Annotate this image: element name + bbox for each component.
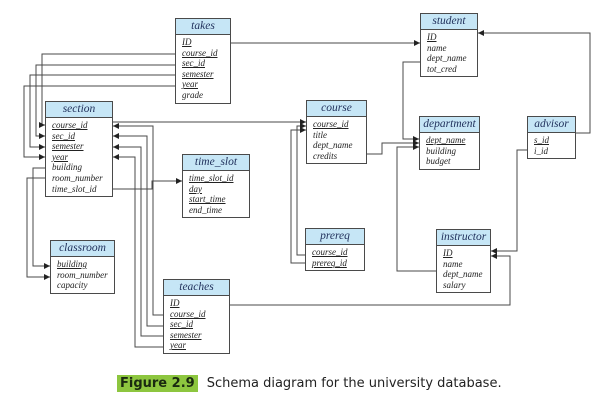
fk-link-course-dept-name-department-dept-name	[367, 140, 419, 155]
fk-link-teaches-year-section-year	[113, 154, 163, 348]
attribute-sec-id: sec_id	[52, 130, 75, 141]
attribute-name: name	[443, 258, 463, 269]
table-title: advisor	[528, 117, 575, 133]
fk-link-student-dept-name-department-dept-name	[402, 61, 420, 142]
table-title: section	[46, 102, 112, 118]
attribute-ID: ID	[443, 248, 453, 258]
attribute-i-id: i_id	[534, 145, 549, 156]
attribute-ID: ID	[427, 32, 437, 42]
fk-link-takes-year-section-year	[23, 85, 175, 160]
attribute-semester: semester	[52, 141, 84, 152]
attribute-tot-cred: tot_cred	[427, 63, 457, 74]
figure-label: Figure 2.9	[117, 375, 198, 392]
fk-link-section-time-slot-id-time-slot-time-slot-id	[113, 178, 182, 190]
fk-link-teaches-ID-instructor-ID	[230, 253, 511, 306]
attribute-start-time: start_time	[189, 194, 226, 205]
attribute-year: year	[52, 151, 68, 162]
fk-link-prereq-course-id-course-course-id	[296, 123, 306, 256]
table-title: instructor	[437, 230, 490, 246]
attribute-time-slot-id: time_slot_id	[189, 173, 234, 183]
attribute-dept-name: dept_name	[443, 269, 483, 280]
attribute-dept-name: dept_name	[426, 135, 466, 145]
attribute-course-id: course_id	[312, 247, 348, 257]
attribute-capacity: capacity	[57, 280, 88, 291]
fk-link-teaches-course-id-section-course-id	[113, 123, 163, 316]
attribute-ID: ID	[170, 298, 180, 308]
fk-link-section-building-classroom-building	[32, 167, 50, 269]
fk-link-takes-course-id-section-course-id	[39, 53, 175, 128]
attribute-grade: grade	[182, 89, 203, 100]
attribute-end-time: end_time	[189, 204, 222, 215]
fk-link-section-room-number-classroom-room-number	[26, 177, 50, 280]
fk-link-advisor-s-id-student-ID	[478, 30, 591, 134]
fk-link-takes-semester-section-semester	[29, 74, 175, 150]
attribute-course-id: course_id	[182, 47, 218, 58]
attribute-sec-id: sec_id	[182, 58, 205, 69]
attribute-time-slot-id: time_slot_id	[52, 183, 97, 194]
attribute-course-id: course_id	[313, 119, 349, 129]
attribute-year: year	[182, 79, 198, 90]
attribute-salary: salary	[443, 279, 466, 290]
attribute-building: building	[57, 259, 88, 269]
table-title: student	[421, 14, 477, 30]
fk-link-teaches-sec-id-section-sec-id	[113, 133, 163, 327]
attribute-dept-name: dept_name	[427, 53, 467, 64]
attribute-ID: ID	[182, 37, 192, 47]
fk-link-prereq-prereq-id-course-course-id	[290, 127, 306, 264]
figure-caption: Figure 2.9 Schema diagram for the univers…	[117, 375, 502, 392]
table-title: prereq	[306, 229, 364, 245]
attribute-semester: semester	[170, 329, 202, 340]
fk-link-teaches-semester-section-semester	[113, 144, 163, 337]
attribute-dept-name: dept_name	[313, 140, 353, 151]
table-title: classroom	[51, 241, 114, 257]
attribute-course-id: course_id	[170, 308, 206, 319]
attribute-semester: semester	[182, 68, 214, 79]
fk-link-instructor-dept-name-department-dept-name	[396, 144, 436, 272]
attribute-room-number: room_number	[52, 172, 103, 183]
table-title: teaches	[164, 280, 229, 296]
attribute-room-number: room_number	[57, 269, 108, 280]
table-title: time_slot	[183, 155, 249, 171]
attribute-credits: credits	[313, 150, 338, 161]
attribute-building: building	[52, 162, 83, 173]
attribute-prereq-id: prereq_id	[312, 257, 347, 268]
attribute-budget: budget	[426, 156, 451, 167]
table-title: department	[420, 117, 479, 133]
attribute-s-id: s_id	[534, 135, 550, 145]
attribute-year: year	[170, 340, 186, 351]
attribute-day: day	[189, 183, 202, 194]
attribute-building: building	[426, 145, 457, 156]
attribute-sec-id: sec_id	[170, 319, 193, 330]
table-title: course	[307, 101, 366, 117]
caption-text: Schema diagram for the university databa…	[206, 376, 502, 391]
attribute-title: title	[313, 129, 327, 140]
fk-link-takes-sec-id-section-sec-id	[35, 64, 175, 139]
attribute-name: name	[427, 42, 447, 53]
fk-link-advisor-i-id-instructor-ID	[491, 149, 527, 254]
table-title: takes	[176, 19, 230, 35]
attribute-course-id: course_id	[52, 120, 88, 130]
